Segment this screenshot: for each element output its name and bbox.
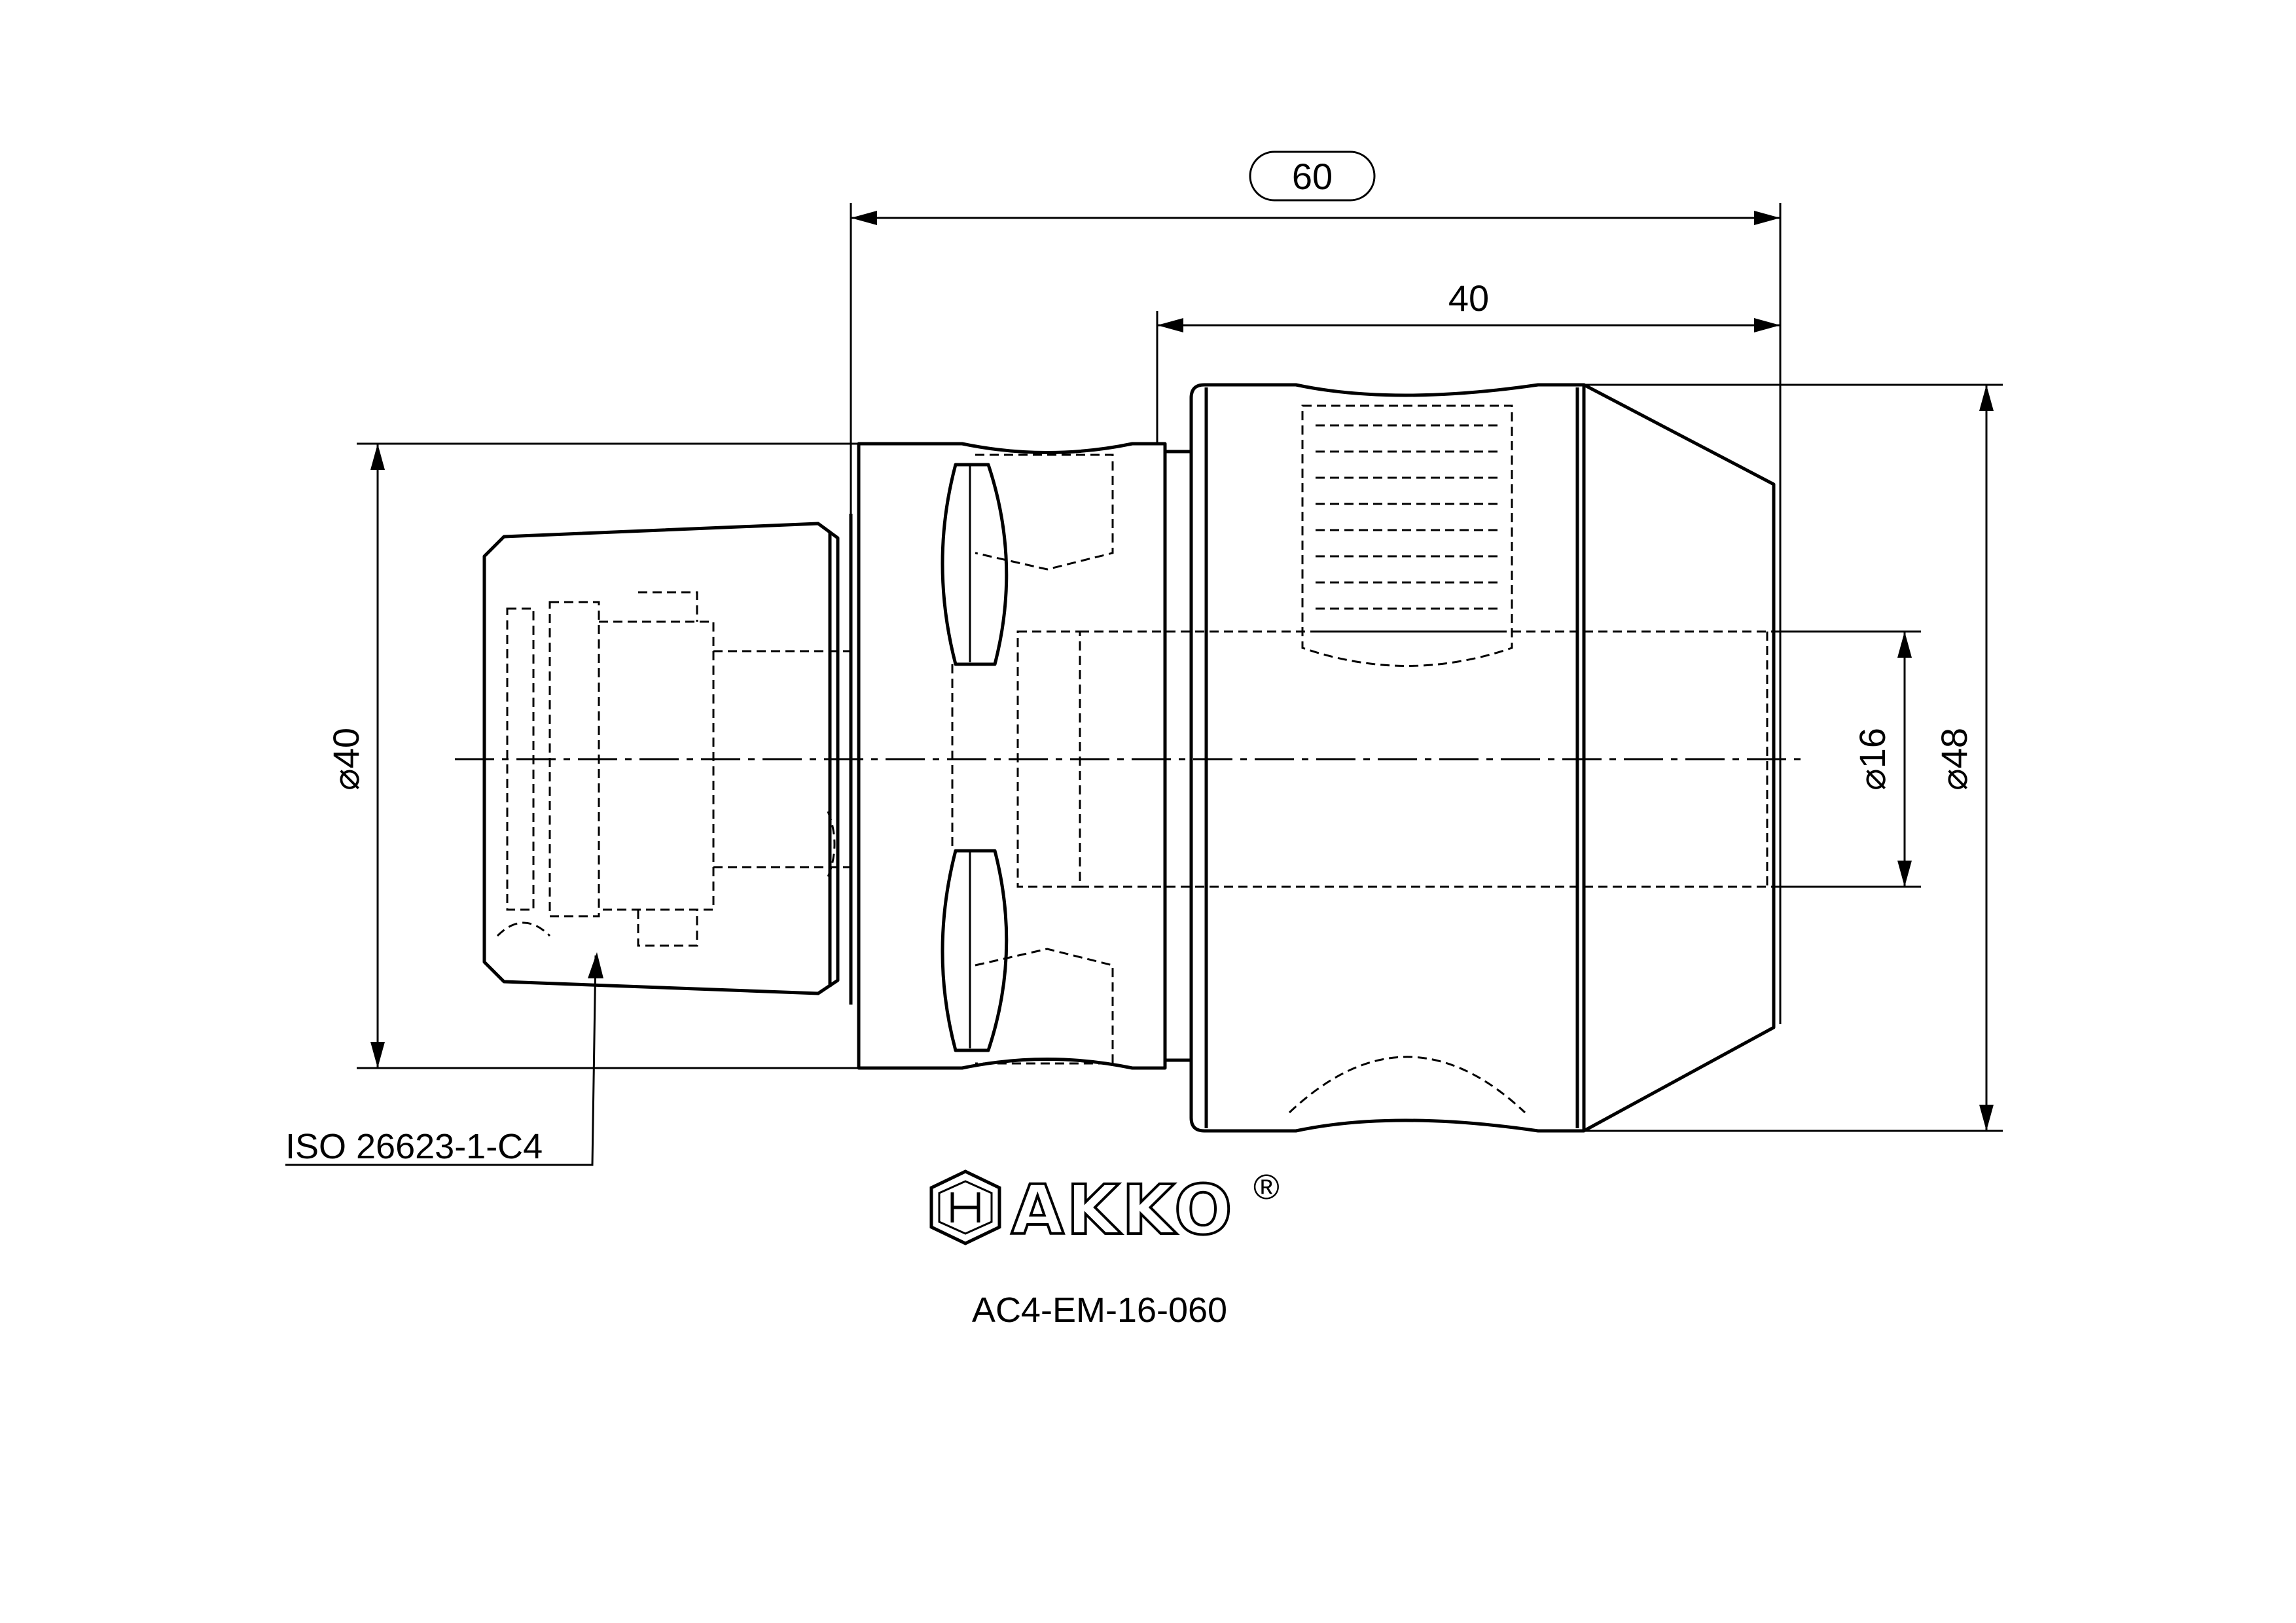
thread-hatching [1301, 404, 1513, 667]
dimension-head-diameter: ⌀48 [1584, 383, 2003, 1132]
registered-mark: ® [1253, 1168, 1280, 1207]
overall-length-frame [1249, 151, 1376, 202]
dimension-overall-length: 60 [850, 151, 1782, 514]
dimension-shank-diameter: ⌀40 [325, 442, 859, 1069]
drive-slot-bottom [941, 849, 1009, 1052]
flange-body [857, 442, 1193, 1070]
head-body [1080, 383, 1782, 1133]
drive-slot-top [941, 463, 1009, 666]
dimension-bore-diameter: ⌀16 [1774, 630, 1921, 888]
bore-diameter-value: ⌀16 [1852, 728, 1893, 791]
part-number: AC4-EM-16-060 [972, 1291, 1227, 1330]
dimension-head-length: 40 [1156, 277, 1780, 444]
logo-emblem-icon [929, 1169, 1001, 1245]
shank-body [482, 514, 860, 1005]
brand-logo: AKKO ® [929, 1168, 1280, 1251]
overall-length-value: 60 [1292, 156, 1333, 197]
shank-diameter-value: ⌀40 [325, 728, 367, 791]
brand-name: AKKO [1011, 1170, 1234, 1250]
interface-callout: ISO 26623-1-C4 [285, 952, 603, 1166]
head-diameter-value: ⌀48 [1933, 728, 1975, 791]
head-length-value: 40 [1448, 277, 1489, 319]
interface-standard-label: ISO 26623-1-C4 [285, 1127, 543, 1166]
